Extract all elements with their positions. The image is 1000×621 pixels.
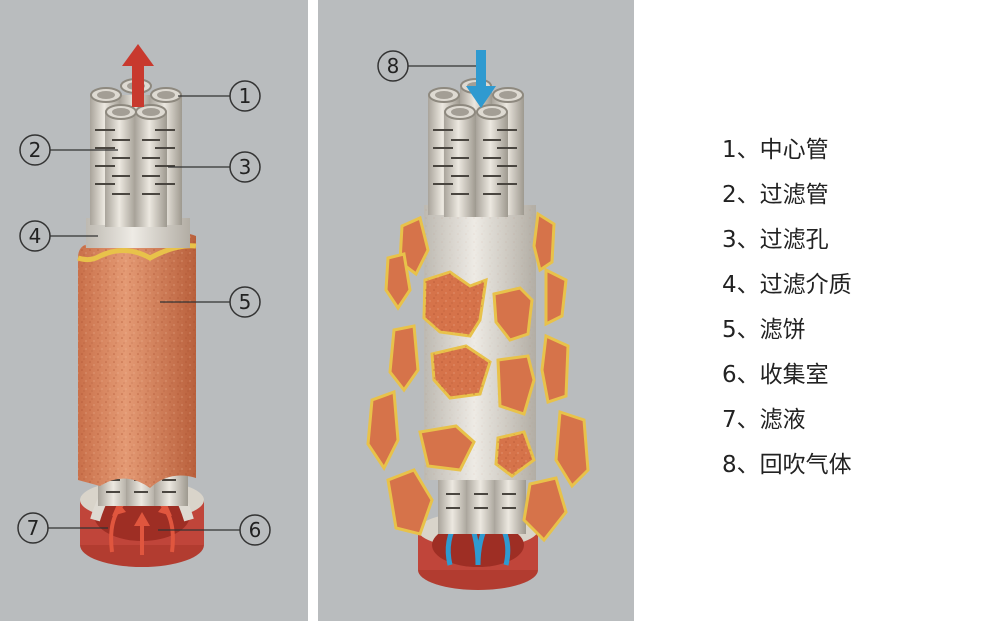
callout-7: 7 <box>17 512 49 544</box>
legend: 1、中心管 2、过滤管 3、过滤孔 4、过滤介质 5、滤饼 6、收集室 7、滤液… <box>722 128 982 488</box>
legend-item-filter-medium: 4、过滤介质 <box>722 272 852 298</box>
blowback-gas-arrow <box>466 50 496 108</box>
filter-cake-left <box>77 233 197 488</box>
callout-8-label: 8 <box>387 54 400 78</box>
filtrate-arrows <box>109 502 175 555</box>
callout-4-label: 4 <box>29 224 42 248</box>
filter-element-right <box>366 50 590 590</box>
legend-item-filter-hole: 3、过滤孔 <box>722 227 829 253</box>
callout-5: 5 <box>229 286 261 318</box>
callout-3: 3 <box>229 151 261 183</box>
callout-8: 8 <box>377 50 409 82</box>
callout-4: 4 <box>19 220 51 252</box>
callout-1: 1 <box>229 80 261 112</box>
legend-item-filtrate: 7、滤液 <box>722 407 806 433</box>
callout-3-label: 3 <box>239 155 252 179</box>
outflow-arrow <box>122 44 154 107</box>
legend-item-collection-chamber: 6、收集室 <box>722 362 829 388</box>
callout-1-label: 1 <box>239 84 252 108</box>
callout-6: 6 <box>239 514 271 546</box>
callout-2-label: 2 <box>29 138 42 162</box>
callout-6-label: 6 <box>249 518 262 542</box>
legend-item-filter-cake: 5、滤饼 <box>722 317 806 343</box>
filter-tubes-right <box>428 78 524 217</box>
legend-item-filter-tube: 2、过滤管 <box>722 182 829 208</box>
callout-2: 2 <box>19 134 51 166</box>
filter-tubes-left <box>90 78 182 227</box>
filter-element-left <box>77 44 204 567</box>
legend-item-blowback-gas: 8、回吹气体 <box>722 452 852 478</box>
callouts-left <box>48 95 240 531</box>
legend-item-center-tube: 1、中心管 <box>722 137 829 163</box>
callout-5-label: 5 <box>239 290 252 314</box>
callout-7-label: 7 <box>27 516 40 540</box>
